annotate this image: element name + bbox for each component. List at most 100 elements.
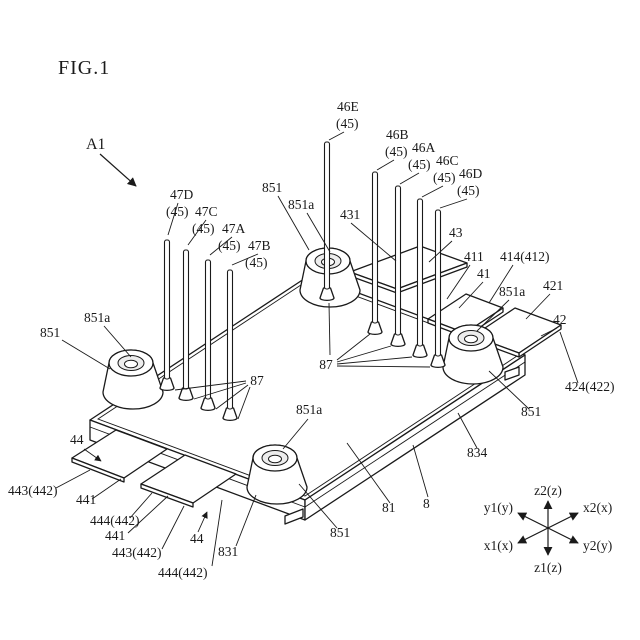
label-851a-left: 851a xyxy=(84,310,110,325)
leader-421 xyxy=(525,293,551,320)
leader-851a-bottom xyxy=(282,418,309,450)
axis-arrow-x1 xyxy=(517,527,549,544)
label-46B: 46B xyxy=(386,127,409,142)
axis-label-x2: x2(x) xyxy=(583,500,612,515)
reference-labels: 47D (45) 47C (45) 47A (45) 47B (45) 46E … xyxy=(8,99,615,580)
label-45-sub: (45) xyxy=(245,255,268,270)
plate-side-right xyxy=(304,354,526,521)
label-851-right: 851 xyxy=(521,404,541,419)
post-hole-inner xyxy=(464,334,478,344)
label-45-sub: (45) xyxy=(192,221,215,236)
label-851a-bottom: 851a xyxy=(296,402,322,417)
corner-post-right xyxy=(442,324,504,385)
label-47C: 47C xyxy=(195,204,218,219)
pin-base-87 xyxy=(430,354,446,369)
leader-851-left xyxy=(61,339,111,370)
label-851a-top: 851a xyxy=(288,197,314,212)
leader-8 xyxy=(412,444,429,498)
pin-base-87 xyxy=(319,287,335,302)
label-424-422: 424(422) xyxy=(565,379,615,394)
label-87-left: 87 xyxy=(250,373,264,388)
leader-87-left-a xyxy=(174,380,247,391)
leader-87-right-a xyxy=(328,302,331,356)
pin-46D xyxy=(434,209,442,357)
label-444-second: 444(442) xyxy=(158,565,208,580)
axis-label-y2: y2(y) xyxy=(583,538,612,553)
leader-87-right-b xyxy=(336,333,371,361)
leader-46E xyxy=(328,131,345,141)
label-851-bottom: 851 xyxy=(330,525,350,540)
label-46E: 46E xyxy=(337,99,359,114)
pin-base-87 xyxy=(200,397,216,412)
pin-46A xyxy=(394,185,402,336)
leader-46B xyxy=(376,159,395,171)
leader-46A xyxy=(399,172,420,185)
label-45-sub: (45) xyxy=(457,183,480,198)
label-87-right: 87 xyxy=(319,357,333,372)
pin-46B xyxy=(371,171,379,324)
control-tab-44-second xyxy=(140,454,237,508)
leader-87-right-e xyxy=(336,365,431,368)
plate-rim-line-right-834 xyxy=(304,361,526,508)
leader-441-second xyxy=(127,495,169,534)
leader-411 xyxy=(446,264,471,300)
leader-41 xyxy=(458,281,484,309)
label-834: 834 xyxy=(467,445,488,460)
leader-43 xyxy=(428,240,453,263)
leader-443-first xyxy=(55,469,91,489)
leader-46C xyxy=(421,185,444,198)
pin-47D xyxy=(163,239,171,380)
label-44-second: 44 xyxy=(190,531,204,546)
label-431: 431 xyxy=(340,207,360,222)
label-831: 831 xyxy=(218,544,238,559)
label-43: 43 xyxy=(449,225,463,240)
label-421: 421 xyxy=(543,278,563,293)
label-444-first: 444(442) xyxy=(90,513,140,528)
label-41: 41 xyxy=(477,266,491,281)
leader-414 xyxy=(488,264,514,304)
leader-441-first xyxy=(91,478,122,500)
label-45-sub: (45) xyxy=(408,157,431,172)
label-411: 411 xyxy=(464,249,484,264)
post-hole-inner xyxy=(124,359,138,369)
leader-87-right-d xyxy=(336,356,413,365)
leader-46D xyxy=(439,198,468,209)
tab-44b-side xyxy=(140,483,194,508)
axis-label-y1: y1(y) xyxy=(484,500,513,515)
label-44-first: 44 xyxy=(70,432,84,447)
assembly-arrow xyxy=(99,153,137,187)
label-47B: 47B xyxy=(248,238,271,253)
leader-851a-right xyxy=(476,299,510,332)
label-81: 81 xyxy=(382,500,396,515)
label-46A: 46A xyxy=(412,140,436,155)
label-851a-right: 851a xyxy=(499,284,525,299)
leader-443-second xyxy=(161,505,185,550)
pin-base-87 xyxy=(222,407,238,422)
pin-base-87 xyxy=(159,377,175,392)
leader-87-left-b xyxy=(193,382,247,400)
label-45-sub: (45) xyxy=(433,170,456,185)
axis-label-z1: z1(z) xyxy=(534,560,562,575)
plate-foot-front xyxy=(284,508,304,525)
pin-46C xyxy=(416,198,424,347)
leader-424 xyxy=(559,331,579,384)
leader-851a-top xyxy=(306,212,331,253)
label-45-sub: (45) xyxy=(385,144,408,159)
leader-42 xyxy=(540,327,558,337)
leader-47A xyxy=(209,236,233,256)
label-45-sub: (45) xyxy=(218,238,241,253)
post-hole-inner xyxy=(268,454,282,464)
pin-47C xyxy=(182,249,190,390)
leader-431 xyxy=(350,222,397,262)
axis-arrow-y2 xyxy=(547,527,579,544)
pin-base-87 xyxy=(412,344,428,359)
pin-group-47 xyxy=(159,239,238,422)
label-414-412: 414(412) xyxy=(500,249,550,264)
leader-47D xyxy=(167,202,179,236)
axis-label-z2: z2(z) xyxy=(534,483,562,498)
leader-87-right-c xyxy=(336,345,392,363)
leader-834 xyxy=(457,412,478,449)
leader-44-first xyxy=(83,448,102,462)
leader-lines xyxy=(55,131,579,567)
